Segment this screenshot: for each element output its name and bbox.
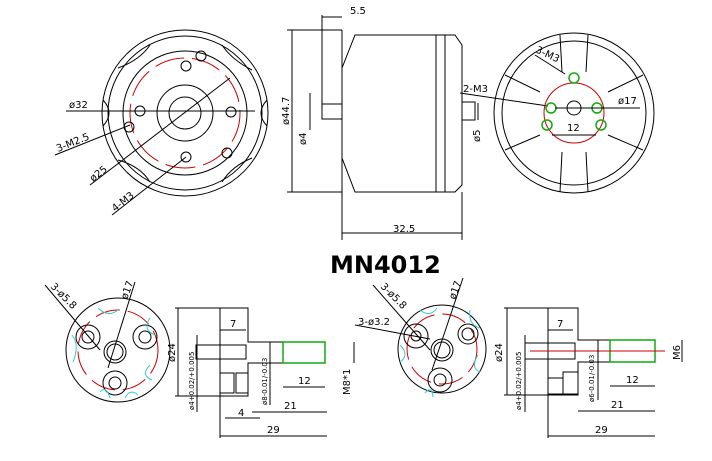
label-d32: ø32: [69, 100, 88, 111]
stator-front-view: ø32 3-M2.5 ø25 4-M3: [54, 29, 269, 216]
label-29: 29: [595, 425, 608, 436]
label-2-m3: 2-M3: [463, 84, 488, 95]
label-29: 29: [267, 425, 280, 436]
label-21: 21: [284, 401, 297, 412]
label-12: 12: [567, 123, 580, 134]
model-title: MN4012: [330, 251, 441, 279]
label-5-5: 5.5: [350, 6, 366, 17]
label-4: 4: [238, 408, 244, 419]
label-m6: M6: [672, 345, 683, 360]
label-12: 12: [626, 375, 639, 386]
label-3-d3-2: 3-ø3.2: [358, 317, 390, 328]
label-3-d5-8: 3-ø5.8: [48, 281, 78, 311]
motor-side-view: 5.5 ø44.7 ø4 32.5 2-M3 ø5: [281, 6, 549, 240]
label-d4-tol: ø4+0.02/+0.005: [515, 352, 523, 410]
label-d24: ø24: [167, 343, 178, 362]
label-d17: ø17: [618, 96, 637, 107]
adapter-m6-side-view: ø24 7 ø4+0.02/+0.005 ø6-0.01/-0.03 12 M6…: [494, 307, 683, 438]
label-12: 12: [298, 376, 311, 387]
label-4-m3: 4-M3: [110, 190, 136, 214]
label-7: 7: [230, 319, 236, 330]
label-d6-tol: ø6-0.01/-0.03: [588, 355, 596, 402]
label-d25: ø25: [88, 164, 110, 184]
label-d44-7: ø44.7: [281, 97, 292, 125]
adapter-m6-front-view: 3-ø5.8 3-ø3.2 ø17: [354, 277, 487, 398]
label-3-m2-5: 3-M2.5: [55, 132, 91, 155]
label-d4: ø4: [298, 133, 309, 145]
label-7: 7: [557, 319, 563, 330]
label-d17: ø17: [447, 280, 464, 301]
label-d8-tol: ø8-0.01/-0.03: [261, 358, 269, 405]
label-3-m3: 3-M3: [534, 45, 561, 66]
label-d24: ø24: [494, 343, 505, 362]
label-21: 21: [611, 400, 624, 411]
adapter-m8-front-view: 3-ø5.8 ø17: [44, 280, 171, 403]
label-d5: ø5: [472, 130, 483, 142]
rotor-back-view: 3-M3 ø17 12: [493, 32, 655, 194]
label-d17: ø17: [119, 280, 136, 301]
label-m8x1: M8*1: [342, 369, 353, 395]
label-d4-tol: ø4+0.02/+0.005: [188, 352, 196, 410]
label-32-5: 32.5: [393, 224, 415, 235]
adapter-m8-side-view: ø24 7 ø4+0.02/+0.005 ø8-0.01/-0.03 12 M8…: [167, 307, 355, 438]
